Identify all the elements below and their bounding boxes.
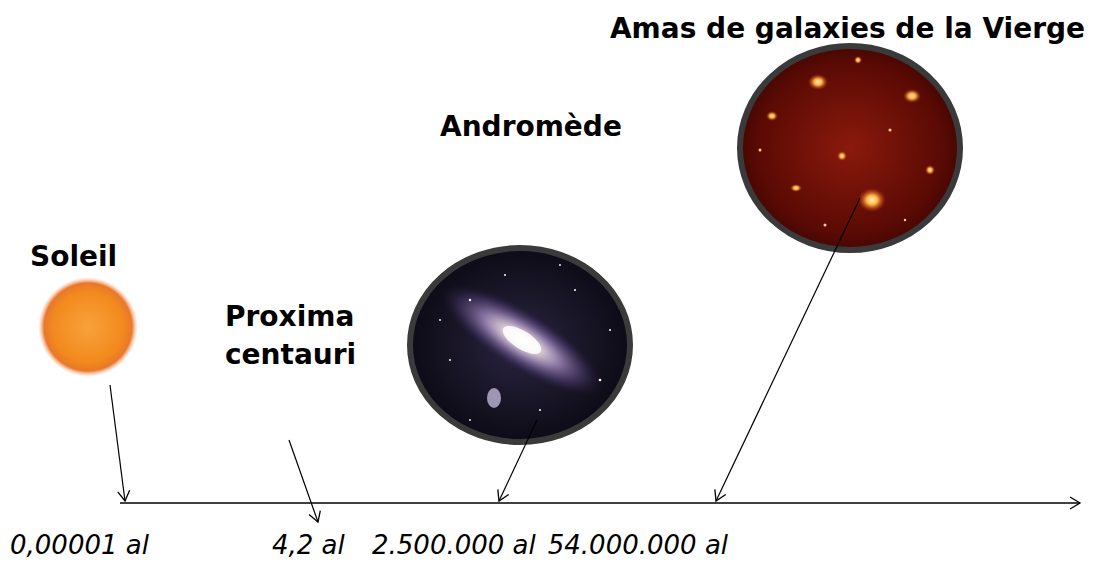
object-name: Amas de galaxies de la Vierge bbox=[610, 10, 1085, 48]
distance-value: 2.500.000 al bbox=[372, 530, 536, 561]
object-name: Soleil bbox=[30, 238, 117, 276]
distance-axis bbox=[120, 502, 1080, 503]
distance-value: 54.000.000 al bbox=[548, 530, 728, 561]
distance-value: 4,2 al bbox=[272, 530, 345, 561]
object-name: Andromède bbox=[440, 108, 622, 146]
leader-line bbox=[716, 198, 860, 501]
leader-line bbox=[499, 420, 537, 501]
andromeda-picture bbox=[410, 248, 630, 442]
object-name: Proxima centauri bbox=[225, 298, 385, 374]
sun-picture bbox=[38, 277, 138, 377]
leader-line bbox=[110, 385, 125, 501]
distance-value: 0,00001 al bbox=[10, 530, 149, 561]
leader-line bbox=[289, 440, 318, 522]
